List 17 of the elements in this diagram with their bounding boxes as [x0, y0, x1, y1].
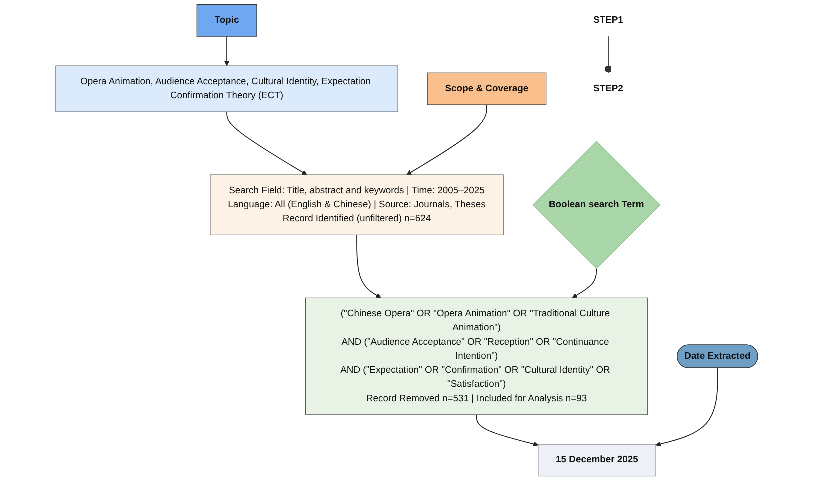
arrow	[356, 234, 382, 298]
arrow	[406, 104, 488, 176]
connector	[604, 36, 612, 74]
arrow	[572, 268, 598, 298]
node-box: Search Field: Title, abstract and keywords | Time: 2005–2025 Language: All (English & Chinese) | Source: Journals, Theses Record Identified (unfiltered) n=624	[210, 174, 504, 236]
node-text: STEP1	[594, 15, 624, 26]
arrow	[656, 368, 718, 447]
arrow	[226, 112, 308, 176]
arrow	[224, 36, 230, 66]
node-box: ("Chinese Opera" OR "Opera Animation" OR "Traditional Culture Animation") AND ("Audience Acceptance" OR "Reception" OR "Continuance Intention") AND ("Expectation" OR "Confirmation" OR "Cultural Identity" OR "Satisfaction") Record Removed n=531 | Included for Analysis n=93	[305, 298, 648, 416]
arrow	[476, 414, 539, 447]
node-text: STEP2	[594, 84, 624, 94]
node-box: Opera Animation, Audience Acceptance, Cultural Identity, Expectation Confirmation Theory (ECT)	[56, 66, 398, 112]
node-box: 15 December 2025	[538, 444, 656, 477]
node-box: Scope & Coverage	[427, 72, 547, 106]
node-box: Topic	[196, 4, 258, 37]
node-diamond: Boolean search Term	[532, 141, 661, 270]
